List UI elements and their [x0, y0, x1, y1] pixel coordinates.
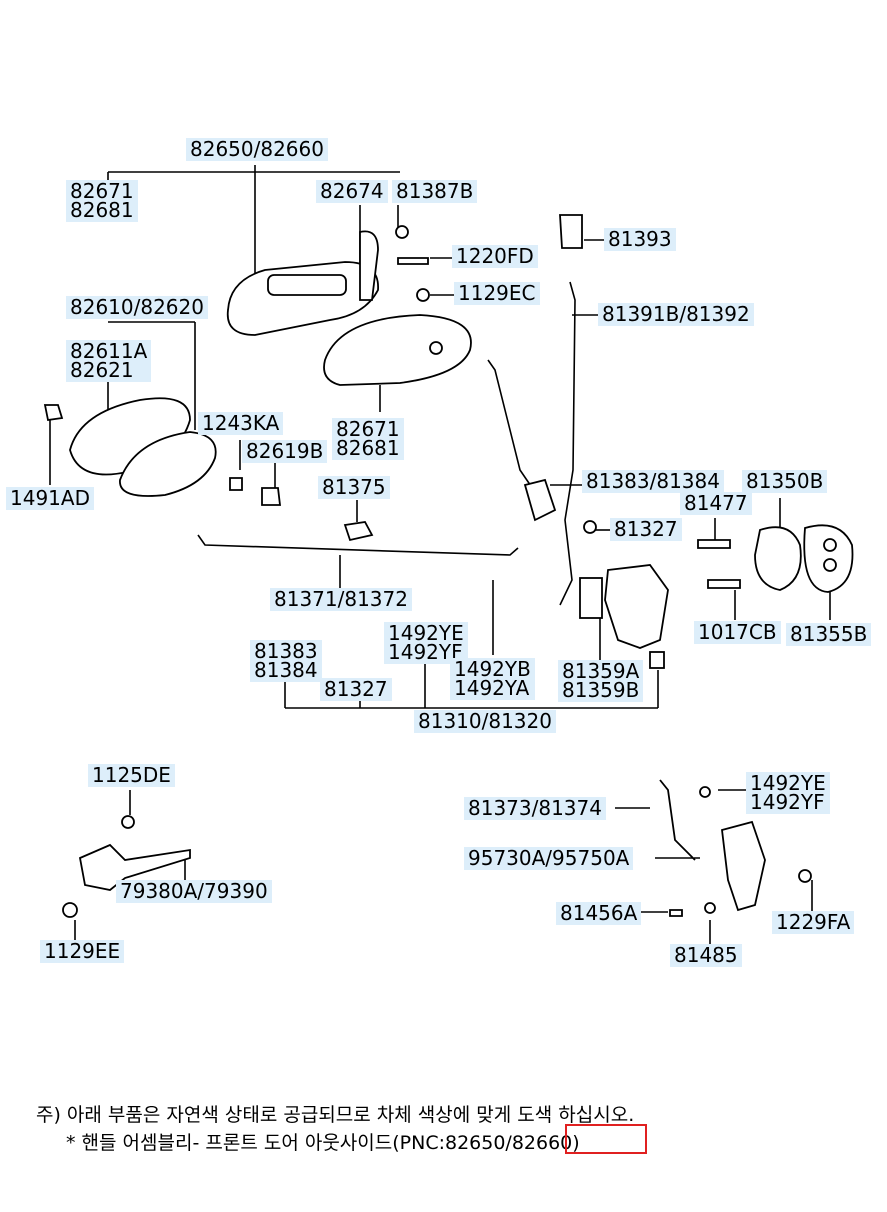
label-1220fd: 1220FD — [452, 245, 538, 268]
label-1492yb-1492ya: 1492YB 1492YA — [450, 658, 535, 700]
label-81485: 81485 — [670, 944, 742, 967]
label-81310-81320: 81310/81320 — [414, 710, 556, 733]
label-82674: 82674 — [316, 180, 388, 203]
label-81393: 81393 — [604, 228, 676, 251]
label-82610-82620: 82610/82620 — [66, 296, 208, 319]
label-81383-81384: 81383/81384 — [582, 470, 724, 493]
label-82671-82681-lower: 82671 82681 — [332, 418, 404, 460]
label-81327-upper: 81327 — [610, 518, 682, 541]
label-81327-lower: 81327 — [320, 678, 392, 701]
label-82611a-82621: 82611A 82621 — [66, 340, 152, 382]
note-line-1: 주) 아래 부품은 자연색 상태로 공급되므로 차체 색상에 맞게 도색 하십시… — [36, 1104, 635, 1126]
label-95730a-95750a: 95730A/95750A — [464, 847, 634, 870]
label-82671-82681-upper: 82671 82681 — [66, 180, 138, 222]
label-79380a-79390: 79380A/79390 — [116, 880, 272, 903]
label-81387b: 81387B — [392, 180, 478, 203]
label-1125de: 1125DE — [88, 764, 175, 787]
label-1491ad: 1491AD — [6, 487, 94, 510]
label-1492ye-1492yf-upper: 1492YE 1492YF — [384, 622, 468, 664]
label-81371-81372: 81371/81372 — [270, 588, 412, 611]
label-1017cb: 1017CB — [694, 621, 781, 644]
label-1229fa: 1229FA — [772, 911, 855, 934]
label-81350b: 81350B — [742, 470, 828, 493]
label-81391b-81392: 81391B/81392 — [598, 303, 754, 326]
label-1129ee: 1129EE — [40, 940, 125, 963]
label-82650-82660: 82650/82660 — [186, 138, 328, 161]
label-81456a: 81456A — [556, 902, 642, 925]
label-81375: 81375 — [318, 476, 390, 499]
pnc-highlight-box — [565, 1124, 647, 1154]
label-81383-81384-lower: 81383 81384 — [250, 640, 322, 682]
label-81359a-81359b: 81359A 81359B — [558, 660, 644, 702]
label-81477: 81477 — [680, 492, 752, 515]
note-line-2: * 핸들 어셈블리- 프론트 도어 아웃사이드(PNC:82650/82660) — [66, 1132, 580, 1154]
label-81373-81374: 81373/81374 — [464, 797, 606, 820]
label-82619b: 82619B — [242, 440, 328, 463]
label-81355b: 81355B — [786, 623, 872, 646]
label-1243ka: 1243KA — [198, 412, 284, 435]
label-1129ec: 1129EC — [454, 282, 540, 305]
label-1492ye-1492yf-lower: 1492YE 1492YF — [746, 772, 830, 814]
